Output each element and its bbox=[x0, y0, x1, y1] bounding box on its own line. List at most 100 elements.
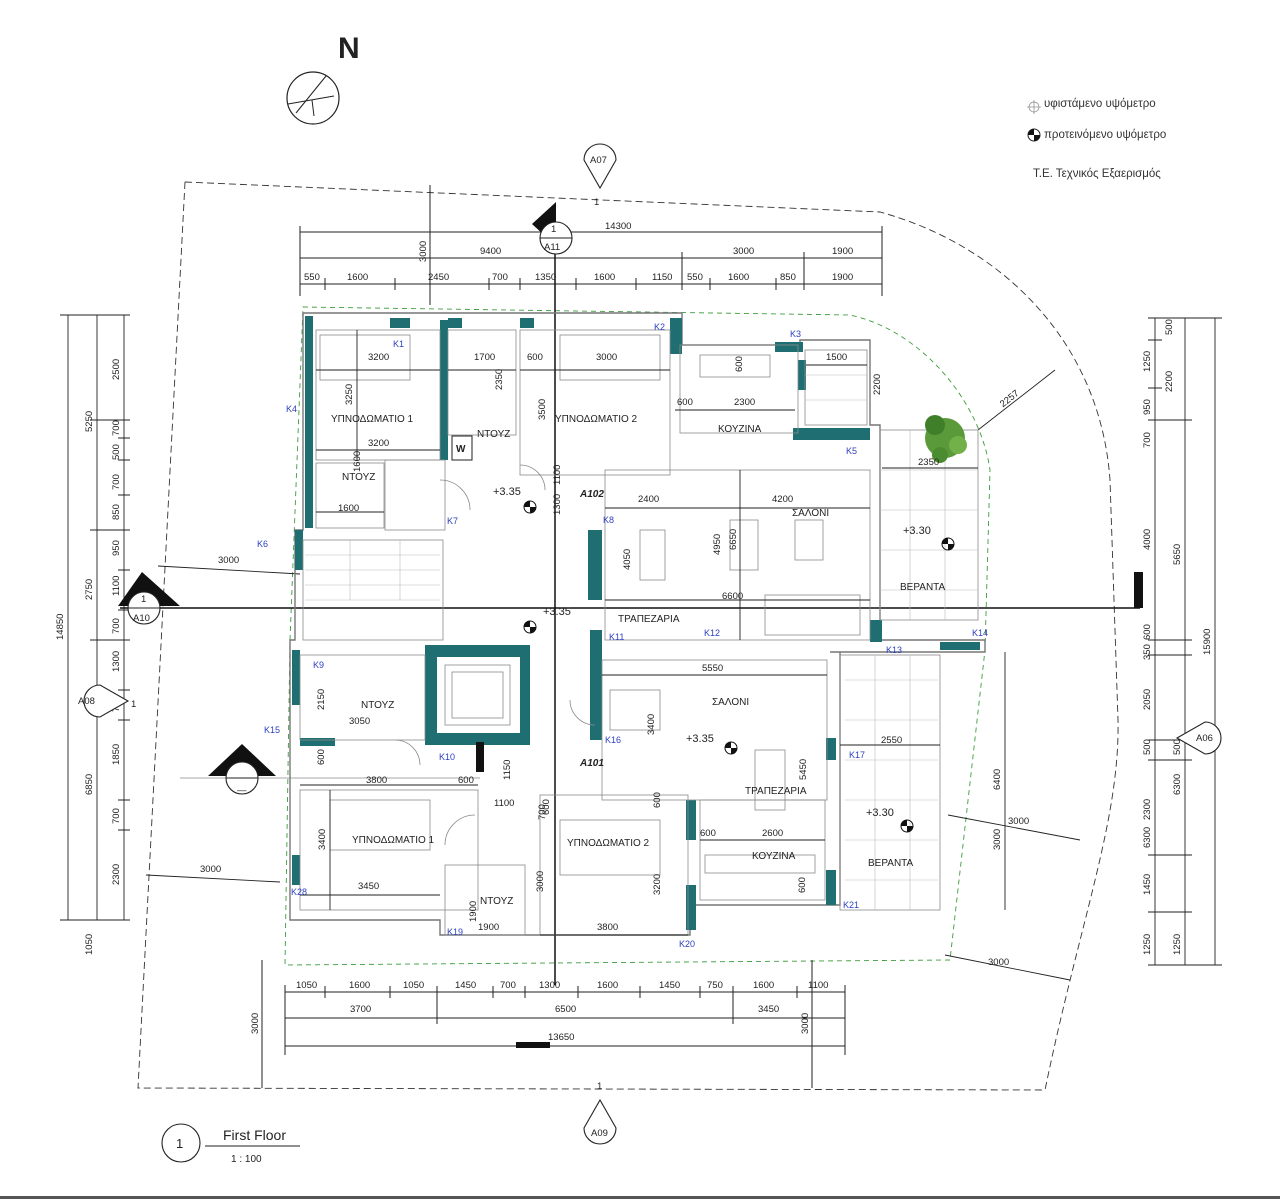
svg-text:3000: 3000 bbox=[418, 241, 429, 262]
room-bed2-top: ΥΠΝΟΔΩΜΑΤΙΟ 2 bbox=[555, 414, 638, 425]
existing-level-icon bbox=[1027, 100, 1041, 114]
legend-equipment: Τ.Ε. Τεχνικός Εξαερισμός bbox=[1033, 168, 1161, 180]
svg-text:3000: 3000 bbox=[733, 246, 754, 257]
svg-text:3800: 3800 bbox=[366, 775, 387, 786]
svg-text:3800: 3800 bbox=[597, 922, 618, 933]
svg-text:+3.35: +3.35 bbox=[686, 733, 714, 745]
svg-text:+3.30: +3.30 bbox=[866, 807, 894, 819]
room-veranda-top: ΒΕΡΑΝΤΑ bbox=[900, 582, 946, 593]
svg-text:3400: 3400 bbox=[317, 829, 328, 850]
interior-dimensions: 3200 3250 3200 1700 2350 600 3000 3500 1… bbox=[300, 330, 1006, 936]
svg-text:3000: 3000 bbox=[200, 864, 221, 875]
svg-text:K8: K8 bbox=[603, 515, 614, 525]
svg-text:2750: 2750 bbox=[84, 579, 95, 600]
svg-text:500: 500 bbox=[1172, 739, 1183, 755]
svg-text:700: 700 bbox=[500, 980, 516, 991]
svg-text:1900: 1900 bbox=[478, 922, 499, 933]
svg-text:K2: K2 bbox=[654, 322, 665, 332]
room-shower-top: ΝΤΟΥΖ bbox=[477, 429, 510, 440]
svg-text:3000: 3000 bbox=[992, 829, 1003, 850]
svg-text:2300: 2300 bbox=[1142, 799, 1153, 820]
svg-text:3000: 3000 bbox=[988, 957, 1009, 968]
svg-text:K10: K10 bbox=[439, 752, 455, 762]
room-shower-bottom: ΝΤΟΥΖ bbox=[361, 700, 394, 711]
building-walls bbox=[289, 312, 986, 936]
svg-text:+3.30: +3.30 bbox=[903, 525, 931, 537]
svg-text:1600: 1600 bbox=[347, 272, 368, 283]
svg-text:700: 700 bbox=[111, 474, 122, 490]
svg-text:950: 950 bbox=[111, 540, 122, 556]
svg-text:1600: 1600 bbox=[594, 272, 615, 283]
svg-text:3000: 3000 bbox=[596, 352, 617, 363]
svg-text:2600: 2600 bbox=[762, 828, 783, 839]
svg-text:1600: 1600 bbox=[597, 980, 618, 991]
svg-text:9400: 9400 bbox=[480, 246, 501, 257]
svg-text:K5: K5 bbox=[846, 446, 857, 456]
svg-text:1050: 1050 bbox=[84, 934, 95, 955]
svg-text:6600: 6600 bbox=[722, 591, 743, 602]
svg-text:A07: A07 bbox=[590, 155, 607, 166]
svg-text:+3.35: +3.35 bbox=[543, 606, 571, 618]
svg-text:3000: 3000 bbox=[800, 1013, 811, 1034]
svg-text:1100: 1100 bbox=[552, 465, 563, 485]
svg-text:1900: 1900 bbox=[832, 246, 853, 257]
svg-text:2450: 2450 bbox=[428, 272, 449, 283]
svg-text:3000: 3000 bbox=[218, 555, 239, 566]
svg-text:1600: 1600 bbox=[753, 980, 774, 991]
room-living-top: ΣΑΛΟΝΙ bbox=[792, 508, 829, 519]
svg-text:700: 700 bbox=[111, 808, 122, 824]
svg-text:1250: 1250 bbox=[1142, 934, 1153, 955]
svg-text:A09: A09 bbox=[591, 1128, 608, 1139]
svg-text:3000: 3000 bbox=[1008, 816, 1029, 827]
grid-axes bbox=[120, 240, 1143, 985]
svg-text:+3.35: +3.35 bbox=[493, 486, 521, 498]
window-tags: K1 K2 K3 K4 K5 K6 K7 K8 K9 K10 K11 K12 K… bbox=[257, 322, 988, 949]
svg-text:1: 1 bbox=[551, 224, 556, 235]
svg-text:1100: 1100 bbox=[494, 798, 514, 809]
room-kitchen-top: ΚΟΥΖΙΝΑ bbox=[718, 424, 762, 435]
svg-text:1100: 1100 bbox=[808, 980, 828, 991]
svg-text:1250: 1250 bbox=[1172, 934, 1183, 955]
svg-text:600: 600 bbox=[677, 397, 693, 408]
svg-text:6850: 6850 bbox=[84, 774, 95, 795]
svg-text:3050: 3050 bbox=[349, 716, 370, 727]
north-arrow-icon bbox=[286, 71, 340, 125]
svg-text:13650: 13650 bbox=[548, 1032, 574, 1043]
svg-text:1600: 1600 bbox=[352, 451, 363, 472]
tree-icon bbox=[925, 415, 967, 463]
svg-text:5250: 5250 bbox=[84, 411, 95, 432]
elevation-marker-left: A08 1 bbox=[78, 684, 136, 718]
apartment-a102: A102 bbox=[579, 489, 604, 500]
apartment-a101: A101 bbox=[579, 758, 604, 769]
svg-text:950: 950 bbox=[1142, 399, 1153, 415]
svg-text:2150: 2150 bbox=[316, 689, 327, 710]
svg-text:850: 850 bbox=[111, 504, 122, 520]
svg-text:3200: 3200 bbox=[652, 874, 663, 895]
interior-partitions bbox=[299, 329, 979, 936]
room-bed1-top: ΥΠΝΟΔΩΜΑΤΙΟ 1 bbox=[331, 414, 414, 425]
svg-text:14300: 14300 bbox=[605, 221, 631, 232]
svg-text:1300: 1300 bbox=[552, 494, 563, 515]
svg-text:750: 750 bbox=[707, 980, 723, 991]
svg-text:K19: K19 bbox=[447, 927, 463, 937]
svg-text:1300: 1300 bbox=[111, 651, 122, 672]
legend-proposed-level: προτεινόμενο υψόμετρο bbox=[1044, 129, 1166, 141]
svg-text:15900: 15900 bbox=[1202, 629, 1213, 655]
svg-text:2350: 2350 bbox=[918, 457, 939, 468]
svg-text:1450: 1450 bbox=[659, 980, 680, 991]
room-bed1-bottom: ΥΠΝΟΔΩΜΑΤΙΟ 1 bbox=[352, 835, 435, 846]
svg-text:1600: 1600 bbox=[338, 503, 359, 514]
title-block: 1 First Floor 1 : 100 bbox=[161, 1123, 300, 1165]
right-dimension-chains: 15900 1250 4000 350 6300 1250 5650 500 2… bbox=[1142, 317, 1222, 966]
left-dimension-chains: 14850 5250 2750 6850 1050 2500 700 500 7… bbox=[55, 314, 130, 955]
svg-text:500: 500 bbox=[111, 444, 122, 460]
svg-text:1150: 1150 bbox=[502, 760, 513, 780]
svg-text:1: 1 bbox=[597, 1081, 602, 1092]
room-kitchen-bottom: ΚΟΥΖΙΝΑ bbox=[752, 851, 796, 862]
svg-text:700: 700 bbox=[492, 272, 508, 283]
svg-text:2257: 2257 bbox=[998, 388, 1021, 410]
svg-text:600: 600 bbox=[700, 828, 716, 839]
washer-label: W bbox=[456, 444, 466, 455]
proposed-level-icon bbox=[941, 537, 955, 551]
